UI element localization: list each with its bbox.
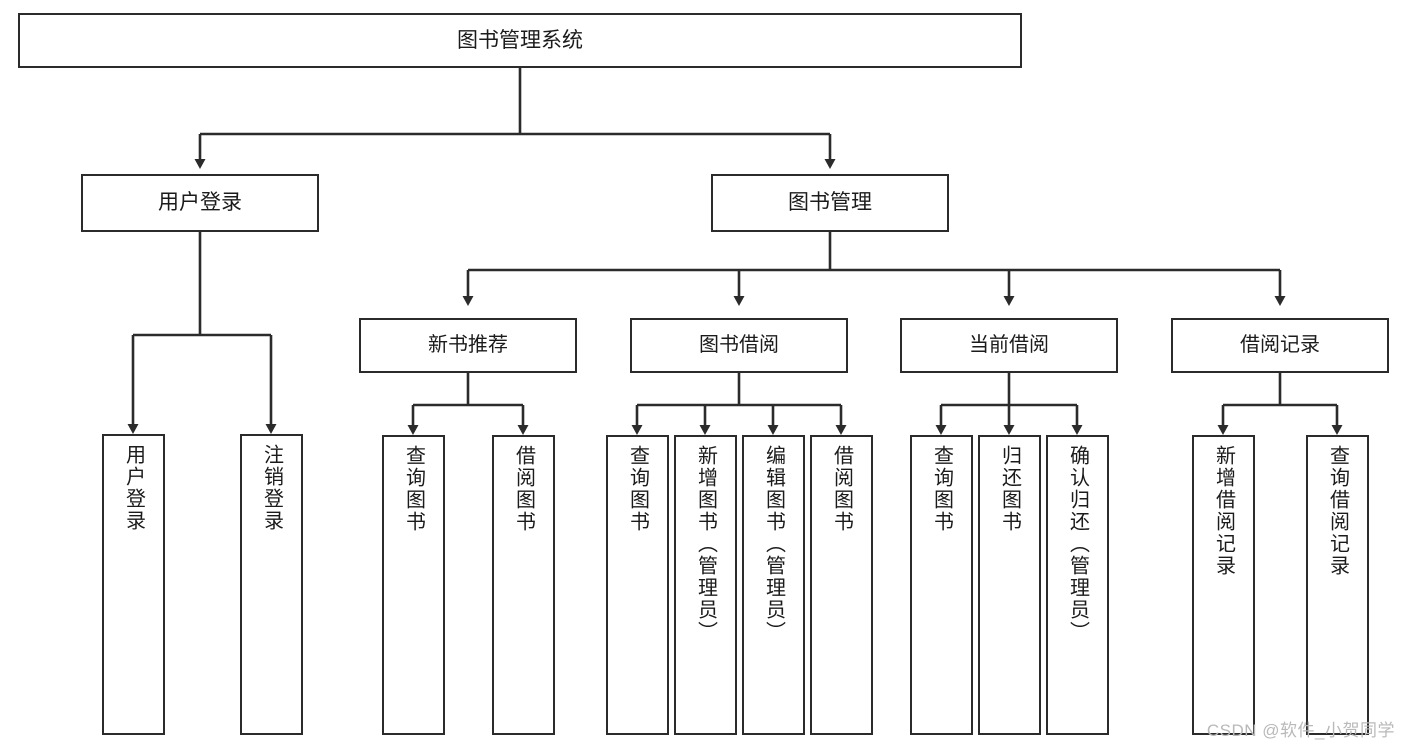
node-label: 新增图书（管理员） <box>694 445 717 643</box>
node-leaf-new-book-query[interactable]: 查询图书 <box>382 435 445 735</box>
node-label: 新书推荐 <box>428 334 508 357</box>
node-label: 图书管理 <box>788 191 872 215</box>
node-label: 查询借阅记录 <box>1326 445 1349 577</box>
node-label: 新增借阅记录 <box>1212 445 1235 577</box>
node-book-borrow[interactable]: 图书借阅 <box>630 318 848 373</box>
node-label: 编辑图书（管理员） <box>762 445 785 643</box>
node-borrow-record[interactable]: 借阅记录 <box>1171 318 1389 373</box>
node-leaf-new-book-borrow[interactable]: 借阅图书 <box>492 435 555 735</box>
node-label: 图书借阅 <box>699 334 779 357</box>
node-label: 用户登录 <box>122 444 145 532</box>
node-root-book-management-system[interactable]: 图书管理系统 <box>18 13 1022 68</box>
node-leaf-user-login-logout[interactable]: 注销登录 <box>240 434 303 735</box>
node-label: 图书管理系统 <box>457 28 583 52</box>
node-new-book-recommend[interactable]: 新书推荐 <box>359 318 577 373</box>
node-user-login[interactable]: 用户登录 <box>81 174 319 232</box>
node-leaf-borrow-record-add[interactable]: 新增借阅记录 <box>1192 435 1255 735</box>
node-label: 归还图书 <box>998 445 1021 533</box>
node-current-borrow[interactable]: 当前借阅 <box>900 318 1118 373</box>
node-label: 查询图书 <box>930 445 953 533</box>
watermark-text: CSDN @软件_小贺同学 <box>1206 721 1395 740</box>
node-label: 注销登录 <box>260 444 283 532</box>
node-label: 确认归还（管理员） <box>1066 445 1089 643</box>
node-leaf-current-borrow-return[interactable]: 归还图书 <box>978 435 1041 735</box>
node-label: 当前借阅 <box>969 334 1049 357</box>
node-leaf-current-borrow-confirm-return[interactable]: 确认归还（管理员） <box>1046 435 1109 735</box>
node-label: 查询图书 <box>626 445 649 533</box>
node-book-management[interactable]: 图书管理 <box>711 174 949 232</box>
node-leaf-book-borrow-edit[interactable]: 编辑图书（管理员） <box>742 435 805 735</box>
node-leaf-book-borrow-borrow[interactable]: 借阅图书 <box>810 435 873 735</box>
node-leaf-user-login-login[interactable]: 用户登录 <box>102 434 165 735</box>
node-leaf-book-borrow-query[interactable]: 查询图书 <box>606 435 669 735</box>
node-leaf-borrow-record-query[interactable]: 查询借阅记录 <box>1306 435 1369 735</box>
node-leaf-book-borrow-add[interactable]: 新增图书（管理员） <box>674 435 737 735</box>
node-label: 借阅图书 <box>512 445 535 533</box>
node-label: 借阅图书 <box>830 445 853 533</box>
node-label: 借阅记录 <box>1240 334 1320 357</box>
node-label: 查询图书 <box>402 445 425 533</box>
node-leaf-current-borrow-query[interactable]: 查询图书 <box>910 435 973 735</box>
node-label: 用户登录 <box>158 191 242 215</box>
